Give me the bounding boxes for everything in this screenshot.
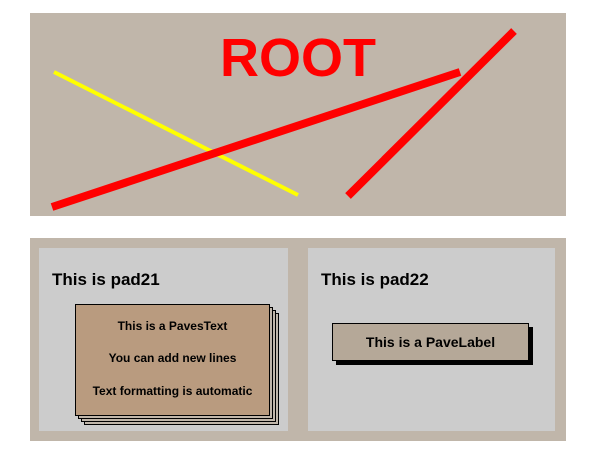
pad1-canvas[interactable]: ROOT [30, 13, 566, 216]
red-line-long[interactable] [50, 68, 462, 211]
pad2-canvas[interactable]: This is pad21 This is a PavesText You ca… [30, 238, 566, 441]
paves-text-box[interactable]: This is a PavesText You can add new line… [75, 304, 270, 416]
paves-text-line-2: You can add new lines [108, 351, 237, 365]
yellow-line[interactable] [53, 70, 299, 197]
pad22[interactable]: This is pad22 This is a PaveLabel [308, 248, 555, 431]
pad22-title: This is pad22 [321, 270, 429, 289]
paves-text-line-3: Text formatting is automatic [92, 384, 253, 398]
pad21-title: This is pad21 [52, 270, 160, 289]
pad1-drawing [50, 28, 517, 211]
root-title: ROOT [220, 28, 376, 88]
paves-text-line-1: This is a PavesText [117, 319, 228, 333]
pave-label[interactable]: This is a PaveLabel [332, 323, 529, 361]
red-line-diagonal[interactable] [345, 28, 517, 199]
pad21[interactable]: This is pad21 This is a PavesText You ca… [39, 248, 288, 431]
